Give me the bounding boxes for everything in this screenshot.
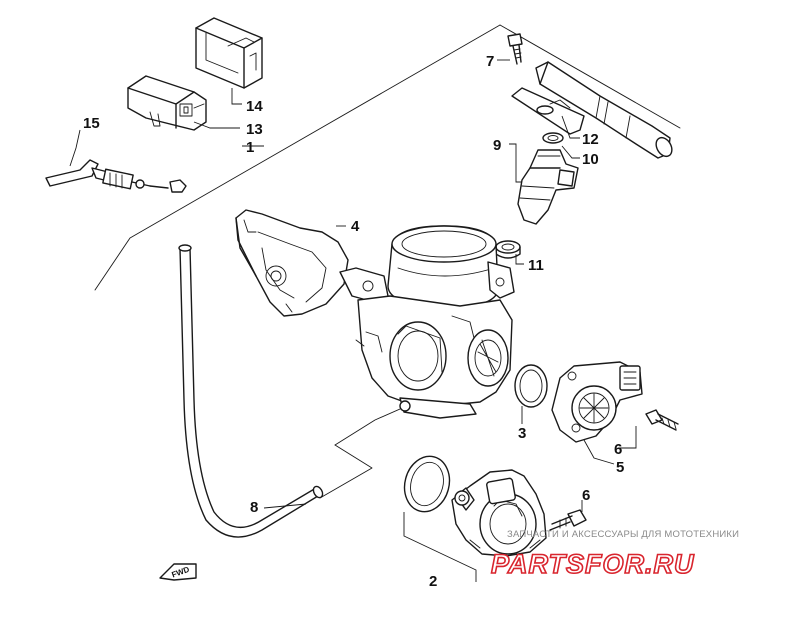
part-6-screw-lower <box>549 509 587 531</box>
leader-lines <box>69 59 637 582</box>
callout-6-upper: 6 <box>614 441 622 458</box>
part-9-fuel-injector <box>517 149 579 225</box>
callout-9: 9 <box>493 137 501 154</box>
part-5-throttle-position-sensor <box>551 361 643 443</box>
callout-13: 13 <box>246 121 263 138</box>
part-2-idle-air-control <box>451 469 547 557</box>
assembly-frame <box>94 24 681 499</box>
watermark: ЗАПЧАСТИ И АКСЕССУАРЫ ДЛЯ МОТОТЕХНИКИ PA… <box>490 529 739 580</box>
callout-15: 15 <box>83 115 100 132</box>
callout-10: 10 <box>582 151 599 168</box>
callout-6-lower: 6 <box>582 487 590 504</box>
callout-8: 8 <box>250 499 258 516</box>
part-3-gasket-ring <box>514 364 548 408</box>
callout-11: 11 <box>528 257 544 274</box>
part-6-screw-upper <box>645 409 679 431</box>
part-10-o-ring <box>542 132 564 144</box>
callout-3: 3 <box>518 425 526 442</box>
part-2-gasket-ring <box>403 455 451 513</box>
part-12-fuel-rail <box>511 61 673 159</box>
throttle-body <box>339 225 515 419</box>
part-4-throttle-cable-bracket <box>235 209 349 317</box>
watermark-caption: ЗАПЧАСТИ И АКСЕССУАРЫ ДЛЯ МОТОТЕХНИКИ <box>507 529 739 540</box>
part-15-cable-fitting <box>45 159 187 193</box>
part-7-screw <box>507 33 523 65</box>
callout-2: 2 <box>429 573 437 590</box>
callout-14: 14 <box>246 98 263 115</box>
callout-12: 12 <box>582 131 599 148</box>
part-13-electrical-connector <box>127 75 207 131</box>
part-14-connector-cover <box>195 17 263 89</box>
part-8-vacuum-hose <box>178 244 324 538</box>
callout-5: 5 <box>616 459 624 476</box>
callout-labels: 7 14 13 1 15 12 10 9 11 4 3 6 5 6 2 8 <box>83 53 624 590</box>
watermark-brand: PARTSFOR.RU <box>491 549 695 579</box>
callout-1: 1 <box>246 139 254 156</box>
fwd-arrow-icon: FWD <box>159 563 197 581</box>
callout-4: 4 <box>351 218 360 235</box>
callout-7: 7 <box>486 53 494 70</box>
